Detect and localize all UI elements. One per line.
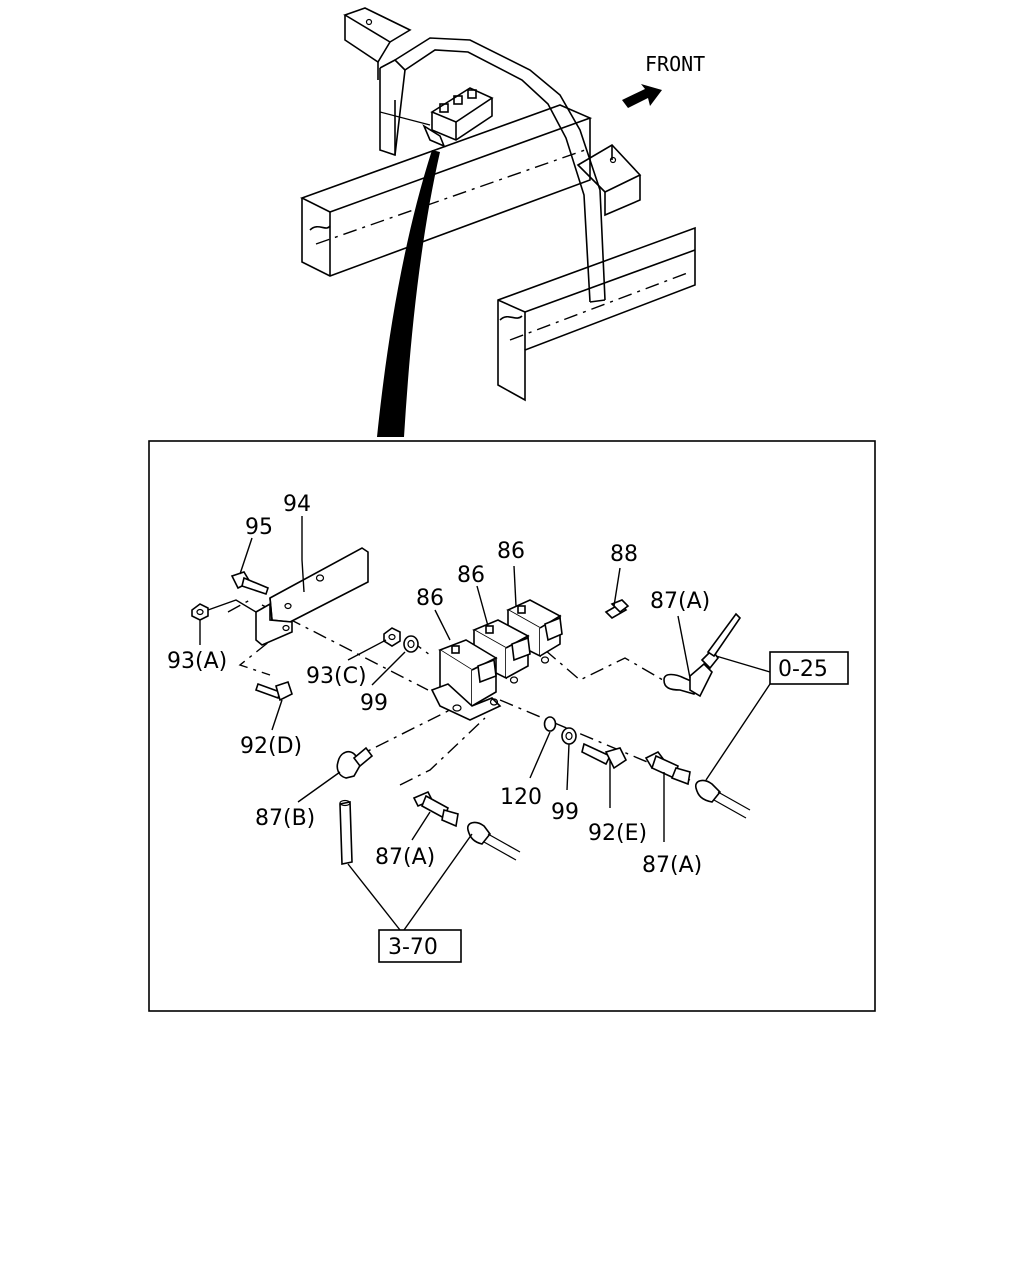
hose-end-mid (466, 821, 521, 861)
callout-92e: 92(E) (588, 821, 647, 846)
callout-120: 120 (500, 785, 542, 810)
callout-92d: 92(D) (240, 734, 302, 759)
bolt-92e (581, 742, 628, 770)
valve-block-86 (430, 599, 563, 721)
detail-frame (148, 440, 876, 1012)
detail-pointer (377, 150, 440, 437)
callout-94: 94 (283, 492, 311, 517)
callout-86-rear: 86 (497, 539, 525, 564)
callout-labels: 94 95 93(A) 93(C) 99 92(D) 86 86 86 88 8… (167, 492, 710, 878)
washer-99-upper (403, 635, 419, 653)
tube-87b (339, 799, 353, 865)
leader-lines (199, 516, 771, 931)
fitting-87a-mid (412, 790, 459, 828)
callout-93a: 93(A) (167, 649, 227, 674)
callout-93c: 93(C) (306, 664, 367, 689)
chassis-overview (299, 7, 696, 437)
nut-93a (191, 603, 209, 621)
front-label: FRONT (645, 52, 705, 76)
front-indicator: FRONT (622, 52, 705, 108)
bolt-92d (254, 680, 293, 702)
callout-86-front: 86 (416, 586, 444, 611)
fitting-87a-top (663, 612, 742, 698)
valve-assembly-overview (422, 87, 494, 148)
callout-99-lower: 99 (551, 800, 579, 825)
reference-0-25-label: 0-25 (778, 657, 828, 682)
plug-88 (604, 599, 630, 619)
bracket-94 (255, 547, 369, 646)
callout-99-upper: 99 (360, 691, 388, 716)
callout-87a-top: 87(A) (650, 589, 710, 614)
bolt-95 (230, 571, 269, 596)
callout-95: 95 (245, 515, 273, 540)
reference-3-70[interactable]: 3-70 (378, 929, 462, 963)
nut-93c (383, 627, 401, 647)
callout-86-middle: 86 (457, 563, 485, 588)
callout-88: 88 (610, 542, 638, 567)
callout-87a-right: 87(A) (642, 853, 702, 878)
elbow-87b (336, 746, 374, 779)
oring-120 (543, 716, 557, 732)
hose-end-right (694, 779, 751, 819)
reference-0-25[interactable]: 0-25 (769, 651, 849, 685)
washer-99-lower (561, 727, 577, 745)
arrow-icon (622, 84, 662, 108)
reference-3-70-label: 3-70 (388, 935, 438, 960)
fitting-87a-right (644, 750, 691, 786)
callout-87b: 87(B) (255, 806, 315, 831)
callout-87a-mid: 87(A) (375, 845, 435, 870)
